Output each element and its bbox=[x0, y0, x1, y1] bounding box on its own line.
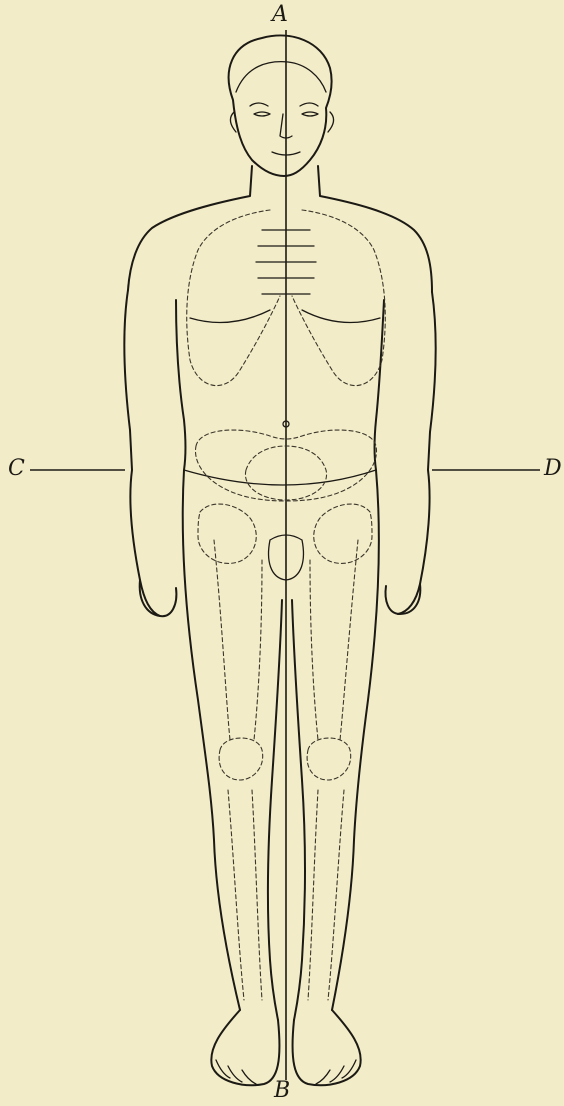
pectoral-lines bbox=[190, 310, 380, 323]
left-femur bbox=[214, 540, 262, 740]
eyebrows bbox=[250, 103, 318, 106]
right-knee bbox=[307, 738, 351, 780]
left-arm-outline bbox=[124, 290, 160, 616]
left-toes bbox=[216, 1060, 256, 1084]
legs bbox=[183, 470, 379, 1020]
left-knee bbox=[219, 738, 263, 780]
label-b: B bbox=[274, 1080, 290, 1102]
left-shoulder-line bbox=[128, 166, 252, 290]
right-lung bbox=[292, 210, 385, 386]
left-shin-bones bbox=[228, 790, 262, 1000]
label-a: A bbox=[272, 4, 288, 26]
left-hip-joint bbox=[198, 504, 256, 563]
right-toes bbox=[316, 1060, 356, 1084]
hip-region bbox=[198, 504, 372, 580]
right-shoulder-line bbox=[318, 166, 432, 292]
reference-axes bbox=[30, 30, 540, 1080]
label-d: D bbox=[544, 458, 562, 480]
torso bbox=[124, 210, 435, 616]
left-leg-inner bbox=[268, 600, 282, 1020]
waist-line bbox=[184, 470, 376, 485]
left-lung bbox=[187, 210, 280, 386]
right-femur bbox=[310, 540, 358, 740]
right-leg-inner bbox=[292, 600, 305, 1020]
hairline bbox=[236, 62, 326, 92]
right-arm-outline bbox=[398, 292, 436, 614]
left-torso-side bbox=[176, 300, 186, 470]
label-c: C bbox=[8, 458, 25, 480]
neck-and-shoulders bbox=[128, 166, 432, 292]
head bbox=[229, 36, 334, 176]
right-hip-joint bbox=[314, 504, 372, 563]
right-shin-bones bbox=[308, 790, 344, 1000]
